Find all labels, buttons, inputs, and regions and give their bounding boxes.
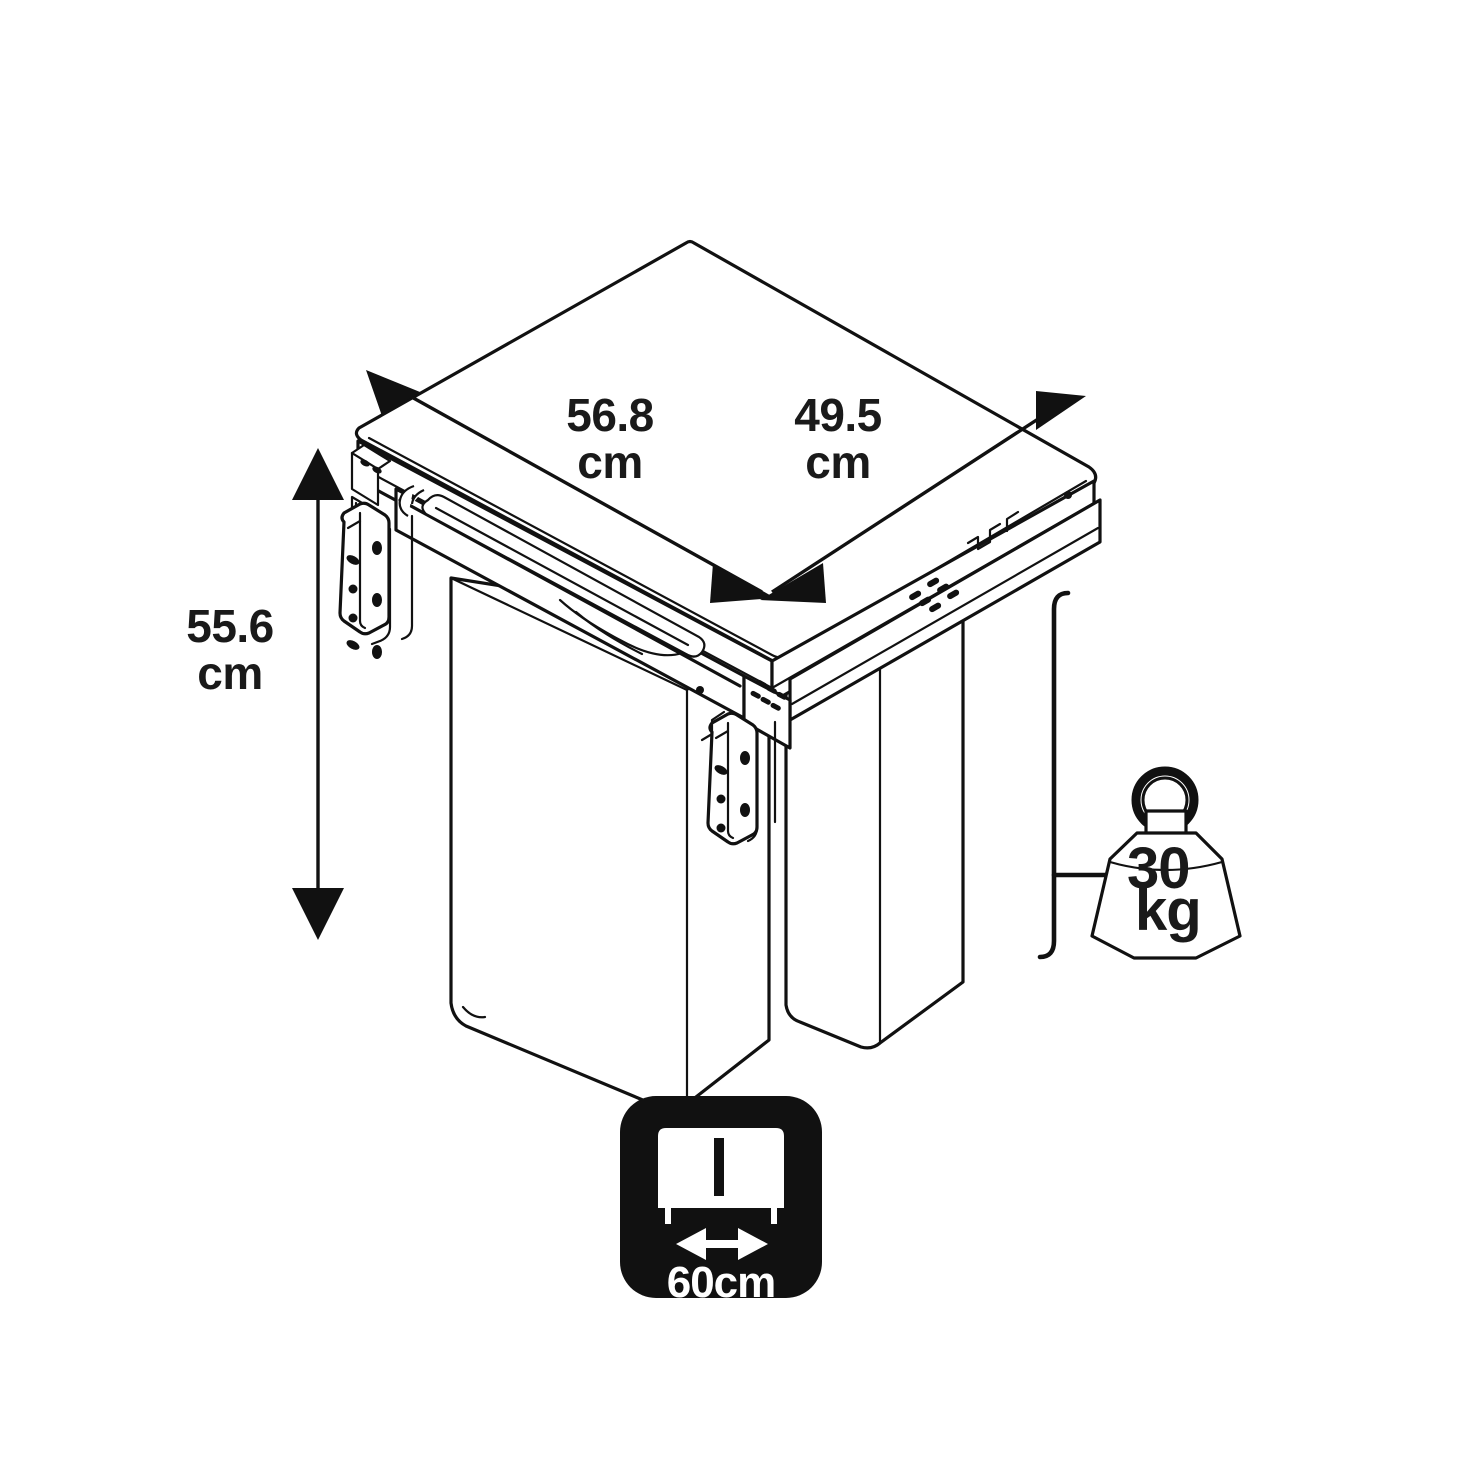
lid-clip-right [966, 491, 1072, 551]
weight-bracket [1037, 590, 1113, 960]
cabinet-width-label: 60cm [666, 1258, 777, 1307]
dimension-width-arrow [760, 391, 1086, 603]
product-illustration [338, 239, 1102, 1112]
cabinet-icon [658, 1128, 784, 1224]
weight-icon [1090, 766, 1242, 960]
mounting-bracket-right [706, 711, 777, 846]
bracket-holes-right [714, 751, 750, 833]
perforations-front [750, 679, 787, 711]
bracket-holes-left [346, 541, 382, 659]
perforations-right [909, 577, 960, 613]
mounting-bracket-left [338, 501, 414, 659]
lid-hook-front [696, 686, 726, 742]
frame-bracket-front-right [742, 674, 792, 750]
dimension-label-width: 49.5 cm [794, 389, 882, 488]
dimension-label-height: 55.6 cm [186, 600, 274, 699]
dimension-label-depth: 56.8 cm [566, 389, 654, 488]
bin-rear [784, 588, 965, 1050]
weight-group [1037, 590, 1242, 960]
cabinet-badge [620, 1096, 822, 1298]
weight-unit-label: kg [1135, 878, 1202, 943]
dimension-height-arrow [292, 448, 344, 940]
dimension-depth-arrow [366, 370, 775, 603]
frame-rail-left [394, 484, 746, 720]
cabinet-width-arrow [676, 1228, 768, 1260]
weight-value-label: 30 [1127, 836, 1191, 901]
